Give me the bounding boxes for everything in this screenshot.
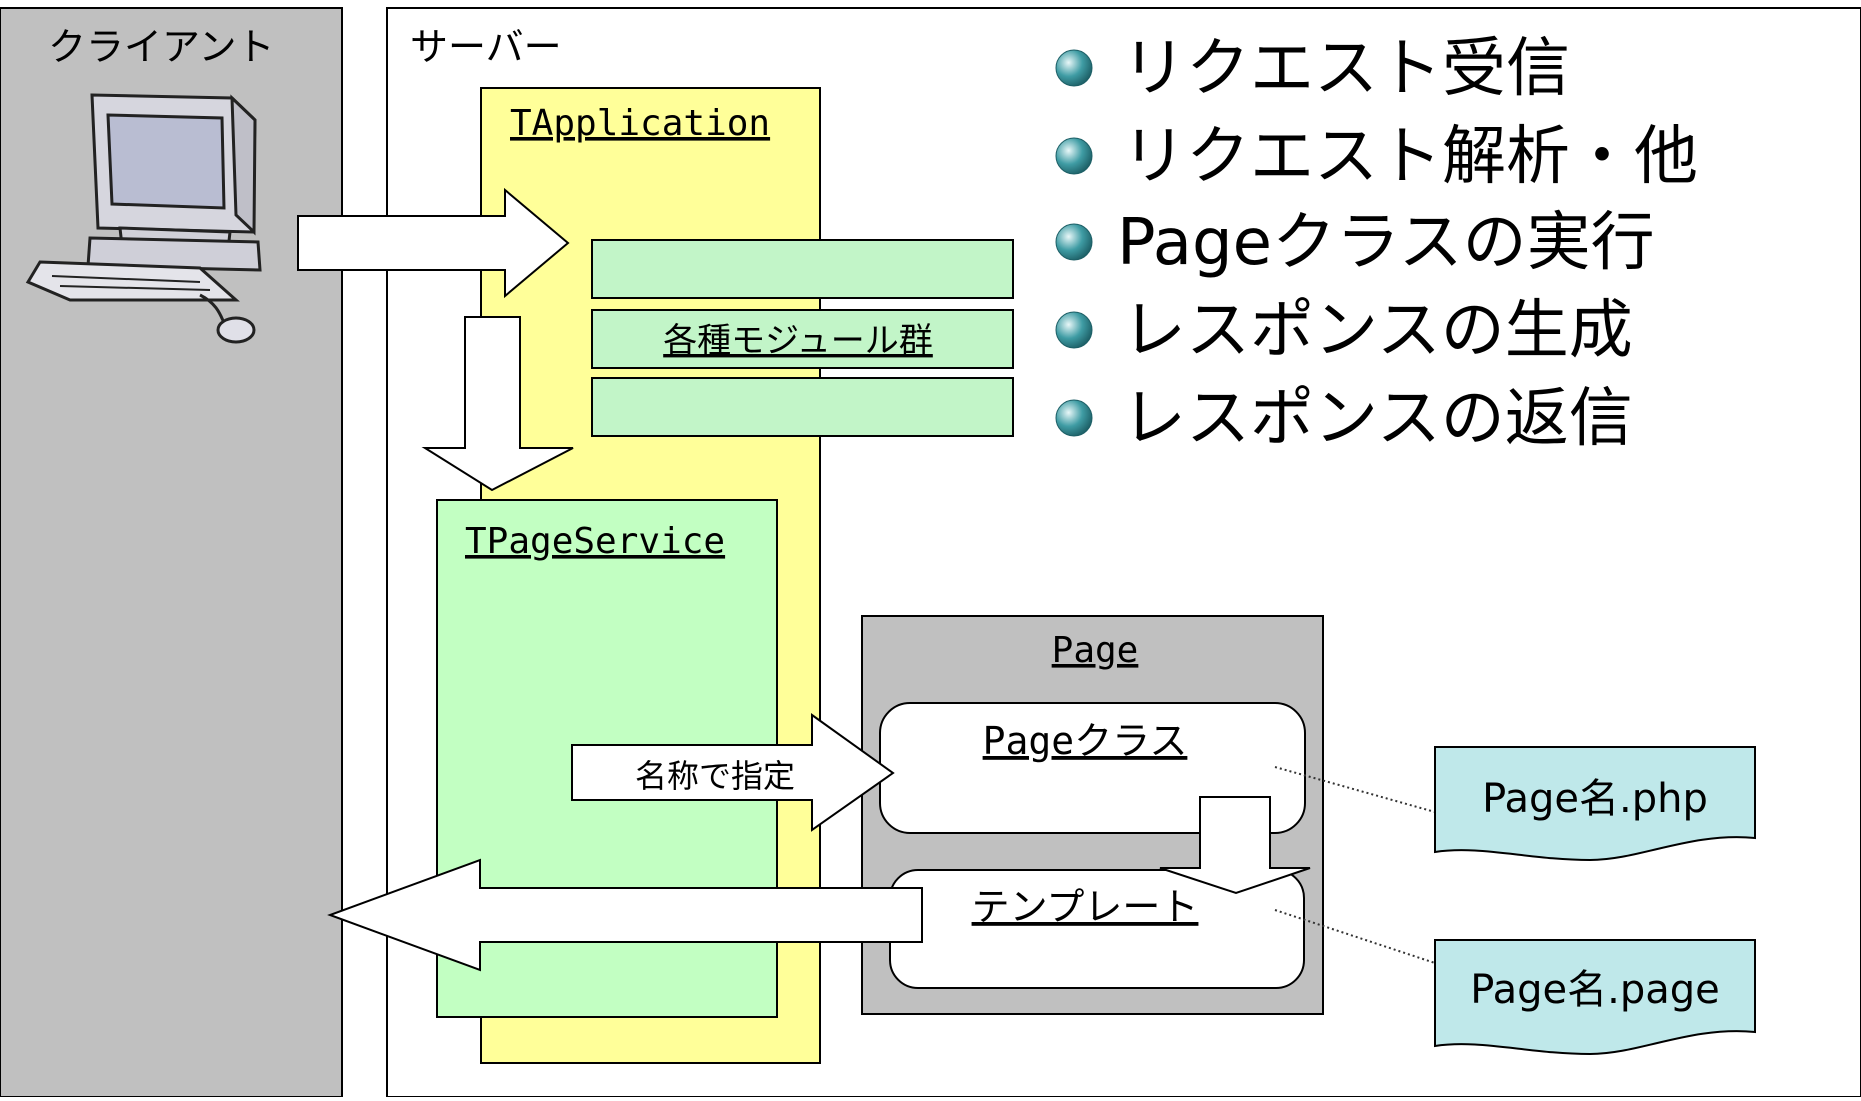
- tpageservice-label: TPageService: [465, 521, 725, 562]
- dispatch-arrow: [421, 316, 574, 492]
- template-label: テンプレート: [972, 885, 1199, 929]
- bullet-icon: [1055, 137, 1093, 175]
- step-item: リクエスト解析・他: [1122, 120, 1698, 194]
- php-file-shape: [1434, 746, 1756, 862]
- response-arrow: [327, 858, 923, 972]
- step-item: リクエスト受信: [1122, 32, 1570, 106]
- step-item: Pageクラスの実行: [1117, 206, 1655, 280]
- specify-arrow: [571, 713, 895, 832]
- step-item: レスポンスの返信: [1122, 382, 1633, 456]
- bullet-icon: [1055, 49, 1093, 87]
- php-file-label: Page名.php: [1482, 776, 1708, 822]
- request-arrow: [297, 187, 570, 299]
- page-file-shape: [1434, 939, 1756, 1056]
- steps-list: リクエスト受信 リクエスト解析・他 Pageクラスの実行 レスポンスの生成 レス…: [1055, 32, 1698, 456]
- module-box-1: [591, 239, 1014, 299]
- page-label: Page: [1052, 630, 1139, 671]
- bullet-icon: [1055, 311, 1093, 349]
- computer-icon: [25, 93, 262, 344]
- specify-label: 名称で指定: [635, 757, 795, 795]
- modules-label: 各種モジュール群: [663, 321, 933, 361]
- bullet-icon: [1055, 399, 1093, 437]
- module-box-2: [591, 309, 1014, 369]
- page-connector: [1274, 909, 1436, 964]
- tapplication-label: TApplication: [510, 103, 770, 144]
- step-item: レスポンスの生成: [1122, 294, 1633, 368]
- bullet-icon: [1055, 223, 1093, 261]
- client-label: クライアント: [48, 25, 274, 69]
- module-box-3: [591, 377, 1014, 437]
- render-arrow: [1159, 796, 1311, 895]
- page-file-label: Page名.page: [1470, 967, 1719, 1013]
- page-class-label: Pageクラス: [983, 719, 1188, 763]
- server-label: サーバー: [410, 25, 562, 69]
